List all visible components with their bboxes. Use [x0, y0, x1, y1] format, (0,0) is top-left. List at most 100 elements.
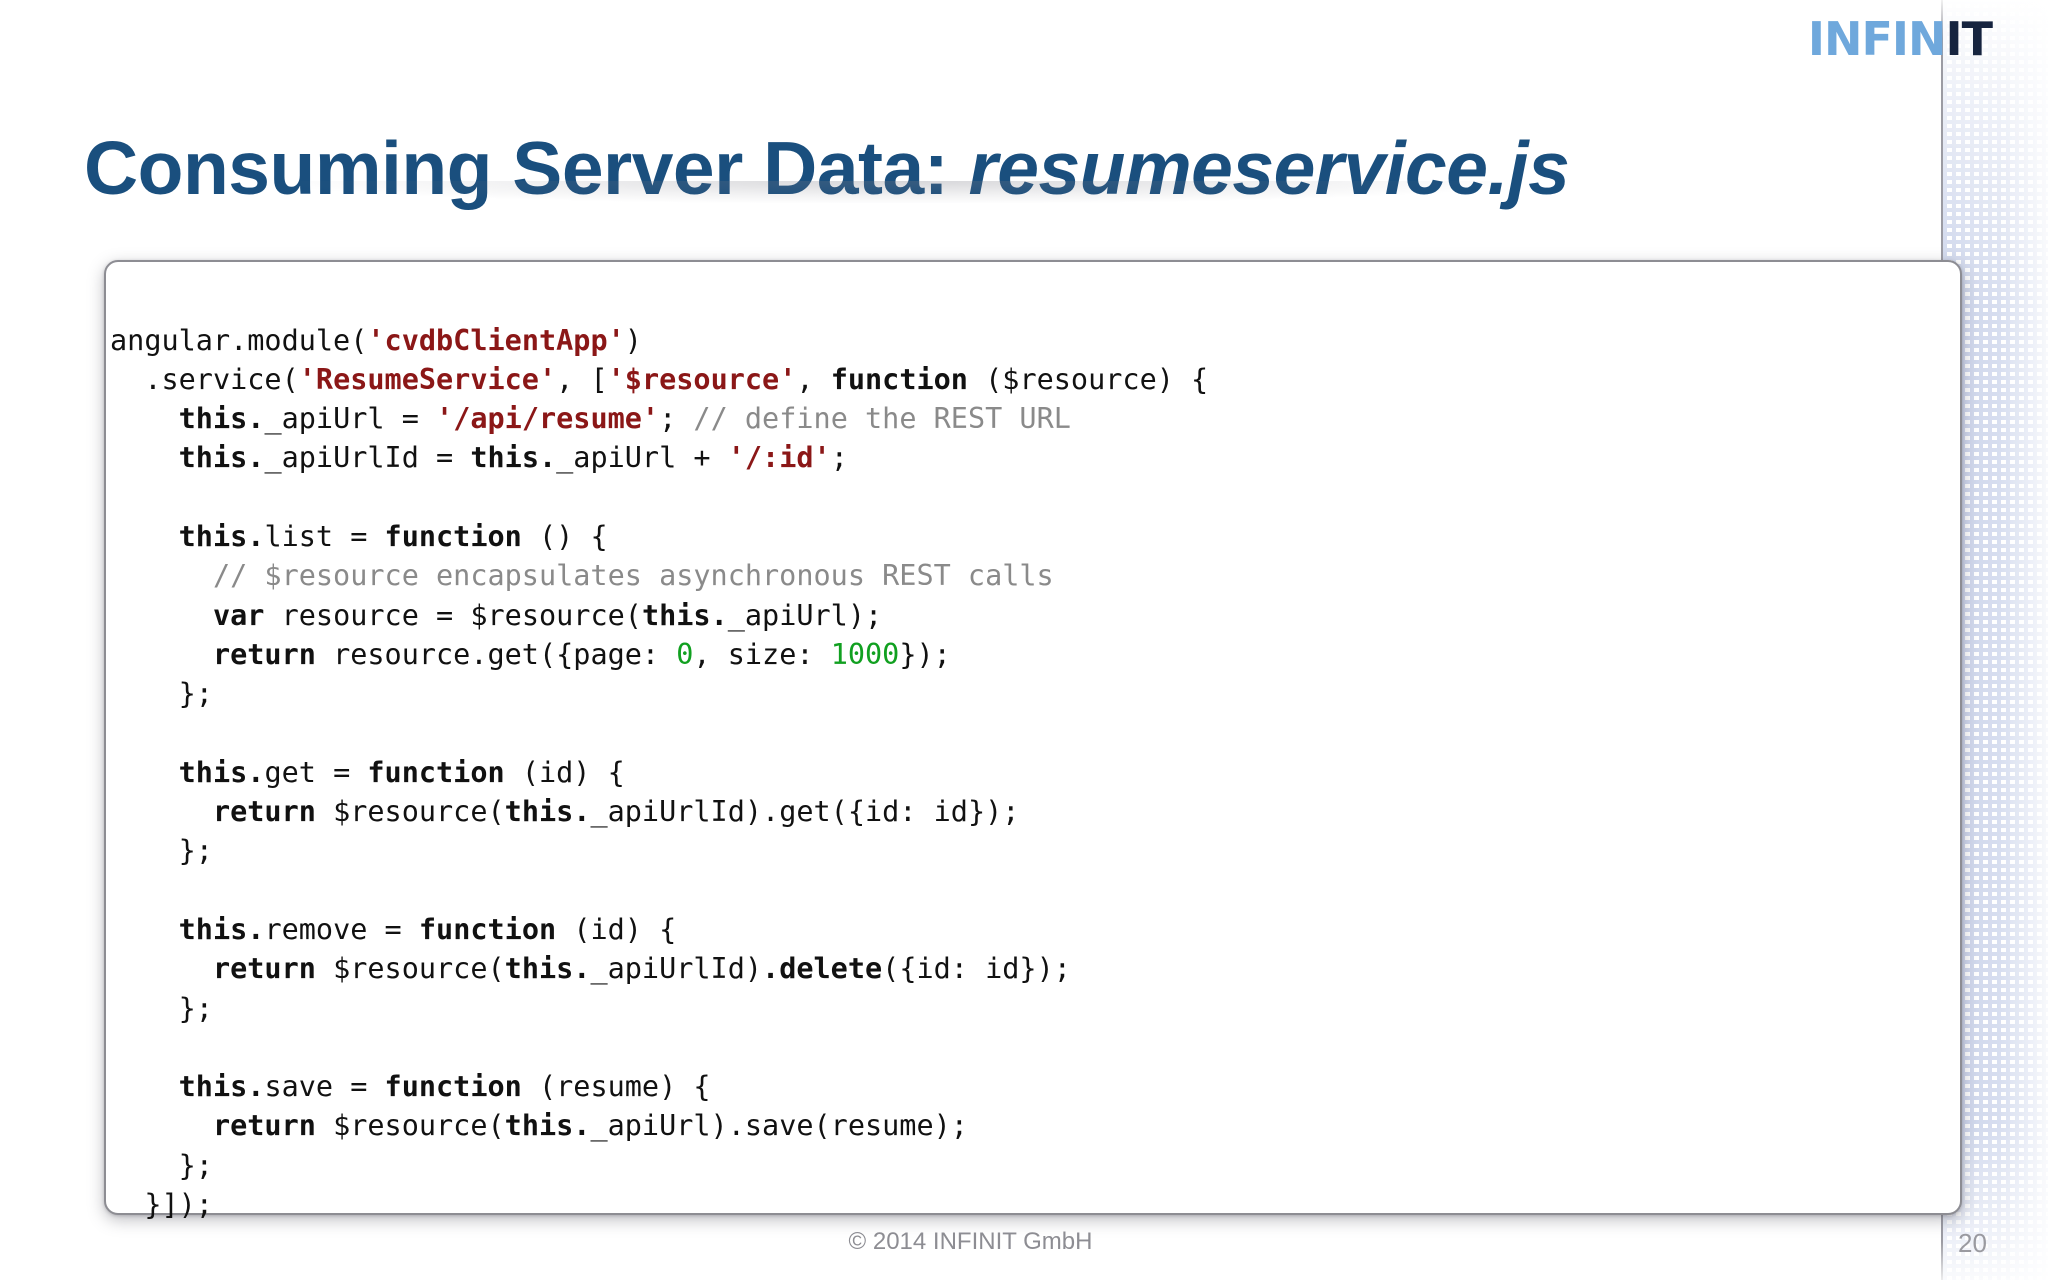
code-token-bold: this.	[641, 598, 728, 632]
code-token-plain: };	[110, 677, 213, 711]
code-line: this._apiUrl = '/api/resume'; // define …	[110, 399, 1208, 438]
code-token-bold: this.	[470, 441, 557, 475]
code-token-plain: };	[110, 1148, 213, 1182]
code-token-plain: (id) {	[504, 755, 625, 789]
code-token-plain: $resource(	[315, 952, 505, 986]
code-token-number: 0	[676, 637, 694, 671]
code-token-string: 'ResumeService'	[298, 362, 557, 396]
code-token-plain: angular.module(	[110, 323, 368, 357]
code-line: .service('ResumeService', ['$resource', …	[110, 360, 1208, 399]
code-token-bold: this.	[504, 952, 591, 986]
code-token-bold: this.	[110, 912, 265, 946]
code-token-plain: remove =	[264, 912, 419, 946]
code-token-plain: ($resource) {	[967, 362, 1209, 396]
code-line: this._apiUrlId = this._apiUrl + '/:id';	[110, 438, 1208, 477]
page-number: 20	[1958, 1228, 1987, 1258]
code-token-bold: this.	[110, 519, 265, 553]
code-token-plain: }]);	[110, 1188, 213, 1222]
code-token-plain: resource = $resource(	[264, 598, 642, 632]
code-token-comment: // define the REST URL	[693, 402, 1071, 436]
code-line: };	[110, 989, 1208, 1028]
code-token-plain: ,	[796, 362, 831, 396]
code-token-plain: _apiUrlId =	[264, 441, 471, 475]
code-token-plain: get =	[264, 755, 368, 789]
code-line: };	[110, 1146, 1208, 1185]
code-line: this.save = function (resume) {	[110, 1067, 1208, 1106]
code-token-bold: .delete	[762, 952, 883, 986]
code-token-comment: // $resource encapsulates asynchronous R…	[110, 559, 1054, 593]
logo-text-light: INFIN	[1807, 12, 1947, 66]
code-token-plain: (resume) {	[521, 1070, 711, 1104]
code-token-plain: ;	[659, 402, 694, 436]
code-token-bold: return	[110, 952, 316, 986]
code-token-bold: this.	[504, 795, 591, 829]
code-token-bold: this.	[504, 1109, 591, 1143]
title-italic-part: resumeservice.js	[968, 126, 1570, 211]
code-line: return $resource(this._apiUrl).save(resu…	[110, 1106, 1208, 1145]
code-token-bold: this.	[110, 1070, 265, 1104]
code-token-plain: resource.get({page:	[315, 637, 677, 671]
code-token-plain: () {	[521, 519, 608, 553]
code-token-string: '/api/resume'	[436, 402, 660, 436]
code-token-bold: this.	[110, 441, 265, 475]
code-token-plain: , [	[556, 362, 608, 396]
infinit-logo: INFINIT	[1808, 16, 1993, 62]
code-line	[110, 478, 1208, 517]
code-token-bold: return	[110, 637, 316, 671]
code-token-plain: };	[110, 991, 213, 1025]
code-token-bold: return	[110, 795, 316, 829]
code-line: var resource = $resource(this._apiUrl);	[110, 596, 1208, 635]
code-token-plain: (id) {	[556, 912, 677, 946]
code-line: // $resource encapsulates asynchronous R…	[110, 556, 1208, 595]
code-token-plain: _apiUrl);	[727, 598, 883, 632]
code-token-bold: function	[830, 362, 968, 396]
code-token-bold: function	[418, 912, 557, 946]
code-token-plain: _apiUrlId).get({id: id});	[590, 795, 1020, 829]
code-token-plain: .service(	[110, 362, 299, 396]
code-token-plain: $resource(	[315, 795, 505, 829]
code-token-bold: function	[384, 519, 522, 553]
code-line: return $resource(this._apiUrlId).delete(…	[110, 949, 1208, 988]
code-line: this.remove = function (id) {	[110, 910, 1208, 949]
code-line: this.list = function () {	[110, 517, 1208, 556]
code-line: }]);	[110, 1185, 1208, 1224]
code-token-plain: _apiUrl +	[556, 441, 728, 475]
code-token-number: 1000	[830, 637, 900, 671]
code-token-bold: function	[367, 755, 505, 789]
code-token-plain: $resource(	[315, 1109, 505, 1143]
code-token-plain: };	[110, 834, 213, 868]
code-token-bold: function	[384, 1070, 522, 1104]
code-line	[110, 713, 1208, 752]
code-line: this.get = function (id) {	[110, 753, 1208, 792]
code-token-bold: this.	[110, 402, 265, 436]
title-plain-part: Consuming Server Data:	[84, 126, 969, 211]
code-token-plain: , size:	[693, 637, 831, 671]
code-token-plain: save =	[264, 1070, 385, 1104]
code-token-bold: return	[110, 1109, 316, 1143]
footer-copyright: © 2014 INFINIT GmbH	[848, 1228, 1093, 1255]
code-line: };	[110, 831, 1208, 870]
code-token-plain: _apiUrl).save(resume);	[590, 1109, 968, 1143]
code-token-plain: )	[624, 323, 642, 357]
code-token-plain: _apiUrlId)	[590, 952, 763, 986]
code-line	[110, 871, 1208, 910]
code-token-string: '/:id'	[727, 441, 831, 475]
code-token-string: '$resource'	[607, 362, 797, 396]
code-token-bold: var	[110, 598, 265, 632]
logo-text-dark: IT	[1945, 12, 1993, 66]
page-title: Consuming Server Data: resumeservice.js	[84, 128, 1964, 209]
code-line: };	[110, 674, 1208, 713]
code-token-string: 'cvdbClientApp'	[367, 323, 625, 357]
code-token-bold: this.	[110, 755, 265, 789]
code-line	[110, 1028, 1208, 1067]
code-token-plain: ;	[830, 441, 848, 475]
code-line: return $resource(this._apiUrlId).get({id…	[110, 792, 1208, 831]
code-block: angular.module('cvdbClientApp') .service…	[110, 321, 1208, 1225]
code-token-plain: });	[899, 637, 951, 671]
code-token-plain: list =	[264, 519, 385, 553]
code-token-plain: _apiUrl =	[264, 402, 437, 436]
code-token-plain: ({id: id});	[882, 952, 1071, 986]
code-line: return resource.get({page: 0, size: 1000…	[110, 635, 1208, 674]
code-line: angular.module('cvdbClientApp')	[110, 321, 1208, 360]
code-card	[104, 260, 1962, 1215]
